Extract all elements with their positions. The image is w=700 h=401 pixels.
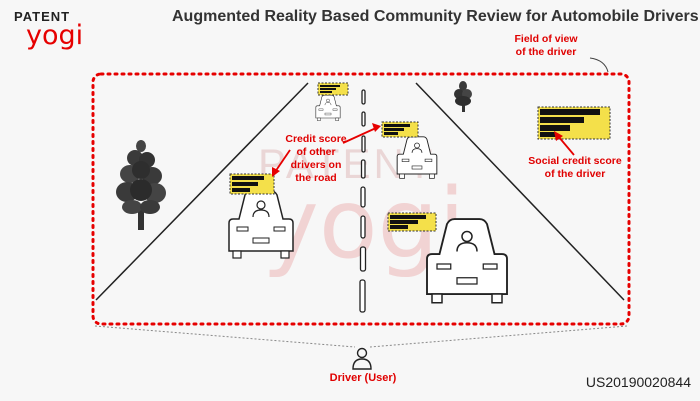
social-credit-line-1: Social credit score	[525, 155, 625, 168]
patent-number: US20190020844	[586, 374, 691, 390]
social-credit-driver-label: Social credit score of the driver	[525, 155, 625, 181]
social-credit-line-2: of the driver	[525, 168, 625, 181]
score-badge-driver	[538, 107, 610, 139]
score-badge-left	[230, 174, 274, 194]
driver-label: Driver (User)	[318, 372, 408, 385]
field-of-view-line-2: of the driver	[494, 46, 598, 59]
credit-score-line-2: of other	[283, 146, 349, 159]
credit-score-line-3: drivers on	[283, 159, 349, 172]
road-center-line	[360, 90, 366, 312]
car-icon-mid	[397, 137, 437, 179]
field-of-view-line-1: Field of view	[494, 33, 598, 46]
car-icon-far	[316, 95, 340, 120]
field-of-view-label: Field of view of the driver	[494, 33, 598, 59]
score-badge-mid	[382, 122, 418, 137]
tree-icon-large	[116, 140, 166, 230]
driver-person-icon	[353, 349, 371, 370]
car-icon-right	[427, 219, 507, 303]
score-badge-far	[318, 83, 348, 95]
tree-icon-small	[454, 81, 472, 112]
car-icon-left	[229, 191, 293, 258]
credit-score-line-4: the road	[283, 172, 349, 185]
credit-score-line-1: Credit score	[283, 133, 349, 146]
credit-score-others-label: Credit score of other drivers on the roa…	[283, 133, 349, 185]
score-badge-right	[388, 213, 436, 231]
